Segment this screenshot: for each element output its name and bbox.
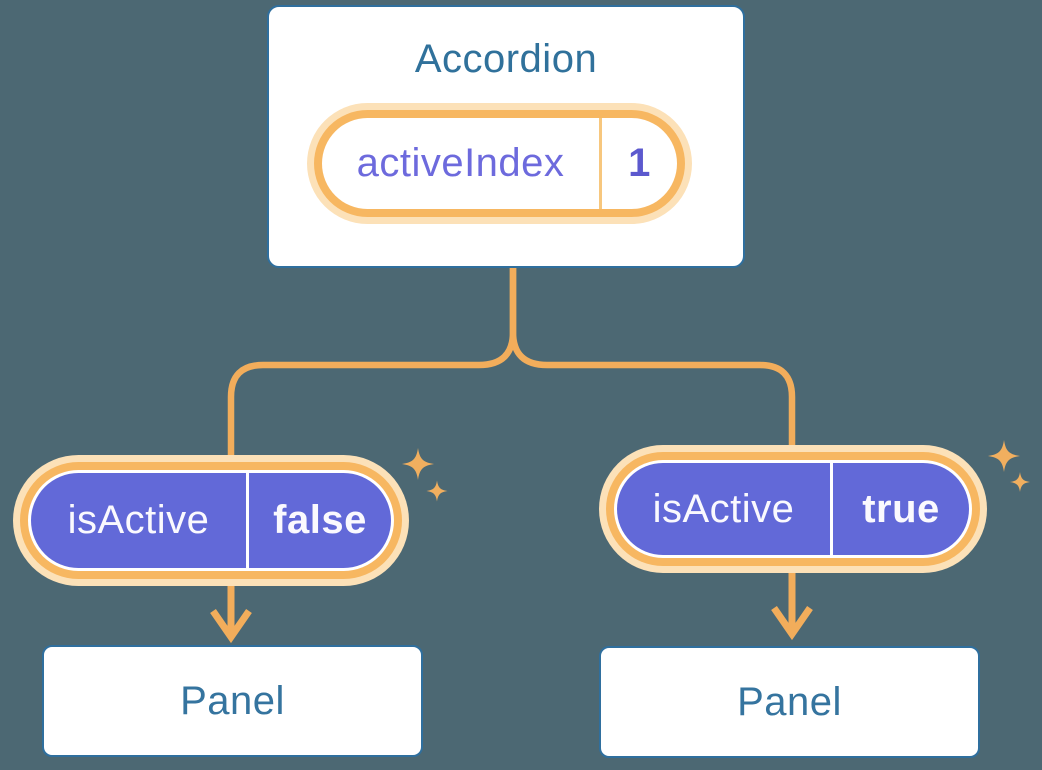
pill-divider xyxy=(246,473,249,568)
panel-title: Panel xyxy=(737,679,842,724)
pill-divider xyxy=(599,118,602,209)
prop-value: true xyxy=(862,486,940,531)
connector-left-branch xyxy=(227,268,517,470)
fork-connector xyxy=(227,268,796,470)
sparkle-icon xyxy=(402,448,448,502)
prop-pill-isactive-left: isActive false xyxy=(31,473,391,568)
arrow-head xyxy=(771,606,813,641)
connector-right-branch xyxy=(509,268,796,460)
prop-pill-isactive-right: isActive true xyxy=(617,463,969,555)
arrow-down-icon xyxy=(210,584,252,644)
accordion-node: Accordion activeIndex 1 xyxy=(267,5,745,268)
pill-divider xyxy=(830,463,833,555)
prop-value: false xyxy=(273,498,367,542)
panel-node-left: Panel xyxy=(42,645,423,757)
sparkle-icon xyxy=(988,440,1030,492)
panel-node-right: Panel xyxy=(599,646,980,758)
accordion-title: Accordion xyxy=(414,37,598,81)
prop-name: isActive xyxy=(67,498,210,542)
prop-name: isActive xyxy=(652,486,795,531)
state-pill-activeindex: activeIndex 1 xyxy=(322,118,677,209)
panel-title: Panel xyxy=(180,678,285,723)
arrow-down-icon xyxy=(771,572,813,641)
state-name: activeIndex xyxy=(356,141,565,185)
arrow-head xyxy=(210,609,252,644)
state-value: 1 xyxy=(628,141,651,185)
